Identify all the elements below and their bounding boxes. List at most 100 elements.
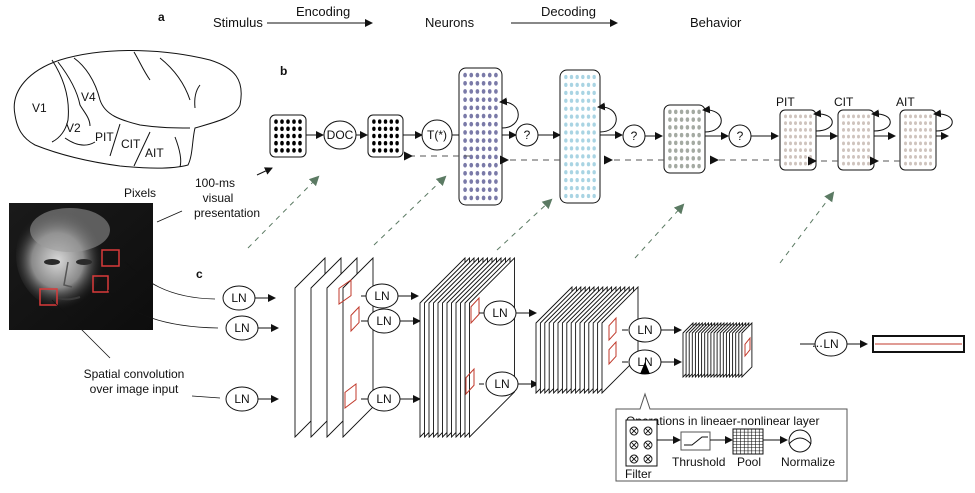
v2-recurrent-loop: [597, 102, 617, 133]
neuron-dot: [924, 161, 927, 166]
neuron-dot: [487, 113, 492, 119]
neuron-dot: [286, 126, 290, 132]
filter-glyph-grid: [629, 426, 653, 464]
neuron-dot: [809, 148, 812, 153]
neuron-dot: [475, 80, 480, 86]
neuron-dot: [494, 162, 498, 168]
neuron-dot: [481, 195, 486, 201]
ln-layer2-b: LN: [485, 371, 539, 397]
neuron-dot: [674, 132, 678, 138]
neuron-dot: [475, 113, 480, 119]
rf-patch-4: [744, 336, 751, 358]
input-line-2: [107, 289, 219, 329]
v1-layer-frame: [458, 67, 503, 206]
neuron-dot: [575, 170, 579, 175]
neuron-dot: [575, 138, 579, 143]
neuron-dot: [842, 148, 845, 153]
neuron-dot: [481, 187, 486, 193]
neuron-dot: [475, 89, 480, 94]
neuron-dot: [592, 122, 596, 127]
neuron-dot: [842, 127, 845, 132]
neuron-dot: [862, 148, 865, 153]
neuron-dot: [581, 90, 585, 95]
neuron-dot: [842, 161, 845, 166]
neuron-dot: [487, 138, 492, 143]
filter-cell-icon: [643, 426, 653, 436]
it-recurrent-loop-2: [933, 109, 953, 132]
neuron-dot: [377, 140, 382, 146]
neuron-dot: [389, 119, 394, 124]
input-line-3: [191, 395, 221, 399]
neuron-dot: [481, 130, 486, 135]
it-recurrent-loop-0: [813, 109, 833, 132]
neuron-dot: [298, 126, 302, 132]
neuron-dot: [857, 121, 860, 126]
conv-patch-1: [101, 249, 120, 267]
neuron-dot: [867, 141, 870, 146]
stage-behavior: Behavior: [690, 15, 742, 30]
neuron-dot: [784, 161, 787, 166]
neuron-dot: [463, 113, 467, 119]
neuron-dot: [904, 134, 907, 139]
neuron-dot: [691, 140, 695, 146]
neuron-dot: [799, 121, 802, 126]
neuron-dot: [789, 134, 792, 139]
neuron-dot: [789, 154, 792, 159]
neuron-dot: [804, 134, 807, 139]
neuron-dot: [904, 141, 907, 146]
neuron-dot: [668, 125, 672, 130]
neuron-dot: [481, 72, 486, 78]
neuron-dot: [904, 154, 907, 159]
neuron-dot: [909, 141, 912, 146]
neuron-dot: [372, 119, 376, 124]
neuron-dot: [481, 146, 486, 152]
rf-patch-1b: [350, 305, 360, 333]
neuron-dot: [804, 127, 807, 132]
neuron-dot: [924, 134, 927, 139]
v2-layer: [559, 69, 601, 204]
neuron-dot: [487, 146, 492, 152]
neuron-dot: [581, 170, 585, 175]
threshold-icon: [680, 431, 711, 451]
neuron-dot: [691, 156, 695, 161]
neuron-dot: [668, 156, 672, 161]
neuron-dot: [487, 121, 492, 127]
panel-label-b: b: [280, 64, 287, 78]
feedback-arrow-5: [779, 191, 835, 264]
neuron-dot: [784, 154, 787, 159]
neuron-dot: [909, 121, 912, 126]
neuron-dot: [475, 146, 480, 152]
neuron-dot: [784, 114, 787, 119]
op-normalize-label: Normalize: [781, 455, 835, 469]
neuron-dot: [569, 146, 574, 151]
neuron-dot: [924, 141, 927, 146]
neuron-dot: [286, 133, 290, 139]
neuron-dot: [794, 161, 797, 166]
neuron-dot: [494, 195, 498, 201]
neuron-dot: [575, 178, 579, 183]
neuron-dot: [475, 72, 480, 78]
neuron-dot: [697, 125, 701, 130]
brain-region-v4: V4: [81, 90, 96, 104]
neuron-dot: [286, 119, 290, 124]
neuron-dot: [469, 97, 474, 102]
neuron-dot: [668, 132, 672, 138]
neuron-dot: [862, 154, 865, 159]
neuron-dot: [685, 132, 690, 138]
neuron-dot: [799, 134, 802, 139]
neuron-dot: [564, 74, 568, 80]
feedback-arrow-3: [496, 198, 553, 251]
neuron-dot: [809, 161, 812, 166]
neuron-dot: [799, 148, 802, 153]
neuron-dot: [581, 74, 585, 80]
ln-layer2-a-label: LN: [492, 306, 507, 320]
neuron-dot: [494, 121, 498, 127]
neuron-dot: [377, 133, 382, 139]
neuron-dot: [592, 74, 596, 80]
neuron-dot: [914, 121, 917, 126]
neuron-dot: [842, 121, 845, 126]
neuron-dot: [395, 119, 399, 124]
neuron-dot: [383, 133, 388, 139]
neuron-dot: [481, 105, 486, 111]
